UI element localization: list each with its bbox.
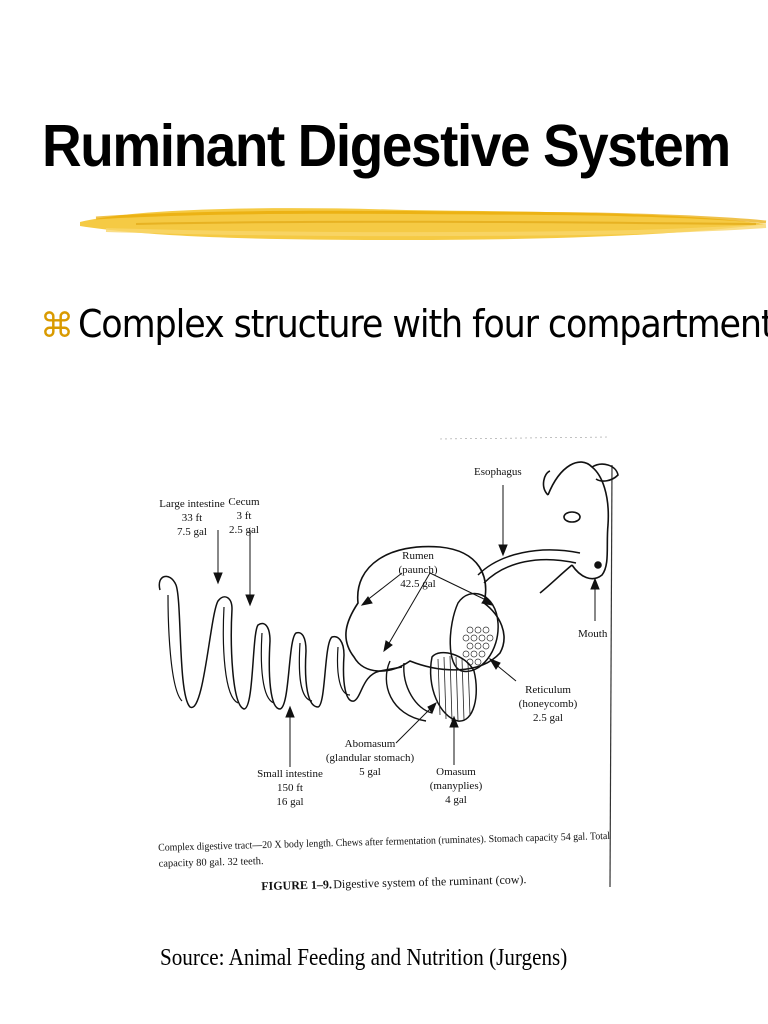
label-reticulum: Reticulum (honeycomb) 2.5 gal <box>519 684 578 724</box>
label-abomasum: Abomasum (glandular stomach) 5 gal <box>326 738 415 778</box>
svg-text:Abomasum: Abomasum <box>345 738 396 750</box>
svg-text:(paunch): (paunch) <box>398 564 437 576</box>
bullet-item: ⌘ Complex structure with four compartmen… <box>40 302 760 346</box>
label-esophagus: Esophagus <box>474 466 522 478</box>
ruminant-digestive-diagram: Esophagus Large intestine 33 ft 7.5 gal … <box>140 425 620 895</box>
source-citation: Source: Animal Feeding and Nutrition (Ju… <box>160 945 567 972</box>
label-omasum: Omasum (manyplies) 4 gal <box>430 766 483 806</box>
svg-text:7.5 gal: 7.5 gal <box>177 526 207 538</box>
esophagus-tube <box>478 550 580 583</box>
bullet-text: Complex structure with four compartments <box>78 302 768 346</box>
svg-text:Large intestine: Large intestine <box>159 498 225 510</box>
svg-text:(manyplies): (manyplies) <box>430 780 483 792</box>
figure-caption: Digestive system of the ruminant (cow). <box>333 872 527 891</box>
title-underline-brush <box>76 200 768 246</box>
svg-text:150 ft: 150 ft <box>277 782 303 794</box>
svg-text:2.5 gal: 2.5 gal <box>533 712 563 724</box>
svg-text:16 gal: 16 gal <box>276 796 303 808</box>
intestine-coils <box>159 576 402 709</box>
svg-text:Esophagus: Esophagus <box>474 466 522 478</box>
label-mouth: Mouth <box>578 628 608 640</box>
label-arrows <box>214 485 599 767</box>
figure-note-line2: capacity 80 gal. 32 teeth. <box>158 856 263 870</box>
label-rumen: Rumen (paunch) 42.5 gal <box>398 550 437 590</box>
svg-text:Mouth: Mouth <box>578 628 608 640</box>
slide-title: Ruminant Digestive System <box>42 112 693 180</box>
cow-head-drawing <box>540 462 618 593</box>
command-key-icon: ⌘ <box>40 306 74 346</box>
label-cecum: Cecum 3 ft 2.5 gal <box>228 496 260 536</box>
svg-text:Omasum: Omasum <box>436 766 476 778</box>
figure-note-line1: Complex digestive tract—20 X body length… <box>158 831 610 854</box>
svg-text:5 gal: 5 gal <box>359 766 381 778</box>
label-small-intestine: Small intestine 150 ft 16 gal <box>257 768 323 808</box>
svg-text:(honeycomb): (honeycomb) <box>519 698 578 710</box>
svg-text:33 ft: 33 ft <box>182 512 202 524</box>
svg-text:2.5 gal: 2.5 gal <box>229 524 259 536</box>
svg-text:4 gal: 4 gal <box>445 794 467 806</box>
label-large-intestine: Large intestine 33 ft 7.5 gal <box>159 498 225 538</box>
figure-number: FIGURE 1–9. <box>261 877 332 893</box>
svg-text:Small intestine: Small intestine <box>257 768 323 780</box>
svg-text:(glandular stomach): (glandular stomach) <box>326 752 415 764</box>
svg-text:Cecum: Cecum <box>228 496 260 508</box>
svg-text:42.5 gal: 42.5 gal <box>400 578 435 590</box>
svg-text:Rumen: Rumen <box>402 550 434 562</box>
svg-text:Reticulum: Reticulum <box>525 684 571 696</box>
svg-text:3 ft: 3 ft <box>237 510 252 522</box>
